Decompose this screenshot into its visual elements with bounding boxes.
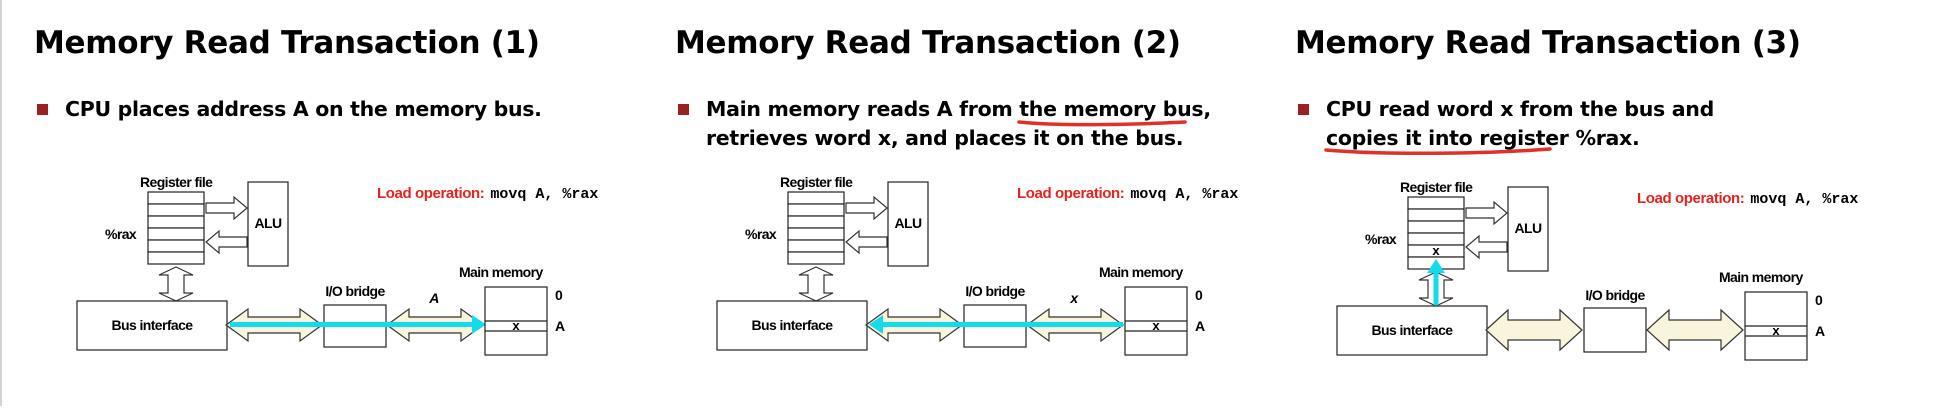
load-operation-label: Load operation: — [1637, 190, 1744, 207]
bus-value: x — [1069, 290, 1079, 306]
register-row — [787, 203, 845, 217]
register-bus-interface-arrow — [798, 266, 834, 302]
bullet-text: Main memory reads A from the memory bus,… — [706, 97, 1211, 150]
memory-address-0: 0 — [1815, 292, 1823, 308]
io-bridge-label: I/O bridge — [965, 283, 1025, 299]
register-row — [787, 251, 845, 265]
io-bridge-label: I/O bridge — [1585, 287, 1645, 303]
register-to-alu-arrow — [205, 195, 248, 221]
bullet-square-icon — [37, 104, 48, 115]
slide-title: Memory Read Transaction (3) — [1295, 25, 1801, 61]
register-rax-row — [787, 239, 845, 253]
alu-label: ALU — [895, 215, 922, 231]
address-flow-line — [230, 322, 474, 327]
register-row — [1407, 220, 1465, 234]
register-to-alu-arrow — [845, 195, 888, 221]
main-memory-label: Main memory — [1719, 269, 1803, 285]
memory-address-a: A — [555, 318, 565, 334]
load-operation-code: movq A, %rax — [1750, 191, 1858, 208]
register-file-label: Register file — [140, 174, 213, 190]
register-row — [147, 191, 205, 205]
load-operation: Load operation: movq A, %rax — [1017, 185, 1238, 203]
bullet-text: CPU places address A on the memory bus. — [65, 97, 542, 121]
memory-cell-value: x — [1152, 318, 1160, 333]
register-rax-row — [147, 239, 205, 253]
register-row — [147, 251, 205, 265]
load-operation-label: Load operation: — [377, 185, 484, 202]
alu-to-register-arrow — [205, 229, 248, 255]
register-row — [147, 203, 205, 217]
bus-interface-box — [1336, 305, 1488, 356]
rax-label: %rax — [1365, 231, 1397, 247]
data-flow-arrowhead — [869, 315, 883, 334]
alu-box — [887, 181, 929, 267]
red-underline-annotation — [1324, 147, 1552, 156]
left-edge-divider — [0, 0, 2, 406]
bus-interface-label: Bus interface — [112, 317, 194, 333]
load-operation-code: movq A, %rax — [490, 186, 598, 203]
io-bridge-label: I/O bridge — [325, 283, 385, 299]
memory-cell-value: x — [512, 318, 520, 333]
load-operation: Load operation: movq A, %rax — [377, 185, 598, 203]
copy-flow-arrowhead — [1427, 259, 1445, 273]
bullet-text: CPU read word x from the bus and copies … — [1324, 95, 1918, 156]
alu-box — [1507, 186, 1549, 272]
bus-interface-box — [716, 300, 868, 351]
memory-address-a: A — [1815, 323, 1825, 339]
rax-value: x — [1432, 243, 1440, 258]
main-memory-label: Main memory — [1099, 264, 1183, 280]
slide-title: Memory Read Transaction (1) — [34, 25, 540, 61]
bus-interface-box — [76, 300, 228, 351]
register-row — [787, 215, 845, 229]
bullet-item: CPU places address A on the memory bus. — [37, 95, 597, 124]
register-row — [787, 227, 845, 241]
memory-read-diagram: Register file x %rax ALU Bus interface I… — [1336, 179, 1858, 361]
slide-title: Memory Read Transaction (2) — [675, 25, 1181, 61]
register-row — [147, 215, 205, 229]
system-bus-arrow — [1485, 308, 1583, 352]
main-memory-label: Main memory — [459, 264, 543, 280]
alu-to-register-arrow — [1465, 234, 1508, 260]
load-operation-label: Load operation: — [1017, 185, 1124, 202]
memory-cell-value: x — [1772, 323, 1780, 338]
memory-address-a: A — [1195, 318, 1205, 334]
alu-label: ALU — [1515, 220, 1542, 236]
rax-label: %rax — [105, 226, 137, 242]
bus-value: A — [428, 290, 439, 306]
alu-label: ALU — [255, 215, 282, 231]
memory-read-diagram: Register file %rax ALU Bus interface I/O… — [716, 174, 1238, 356]
memory-address-0: 0 — [1195, 287, 1203, 303]
bullet-item: Main memory reads A from the memory bus,… — [678, 95, 1288, 153]
rax-label: %rax — [745, 226, 777, 242]
register-bus-interface-arrow — [158, 266, 194, 302]
memory-address-0: 0 — [555, 287, 563, 303]
bullet-square-icon — [1298, 104, 1309, 115]
alu-to-register-arrow — [845, 229, 888, 255]
bus-interface-label: Bus interface — [752, 317, 834, 333]
register-file-label: Register file — [780, 174, 853, 190]
address-flow-arrowhead — [472, 315, 486, 334]
register-to-alu-arrow — [1465, 200, 1508, 226]
load-operation-code: movq A, %rax — [1130, 186, 1238, 203]
memory-read-diagram: Register file %rax ALU Bus interface I/O… — [76, 174, 598, 356]
register-row — [787, 191, 845, 205]
bullet-item: CPU read word x from the bus and copies … — [1298, 95, 1918, 156]
memory-bus-arrow — [1646, 308, 1744, 352]
register-row — [1407, 208, 1465, 222]
alu-box — [247, 181, 289, 267]
red-underline-annotation — [1017, 120, 1188, 127]
bullet-square-icon — [678, 104, 689, 115]
register-row — [147, 227, 205, 241]
register-row — [1407, 196, 1465, 210]
copy-flow-line — [1433, 272, 1439, 312]
bus-interface-label: Bus interface — [1372, 322, 1454, 338]
load-operation: Load operation: movq A, %rax — [1637, 190, 1858, 208]
io-bridge-box — [1583, 307, 1647, 353]
register-file-label: Register file — [1400, 179, 1473, 195]
data-flow-line — [881, 322, 1123, 327]
